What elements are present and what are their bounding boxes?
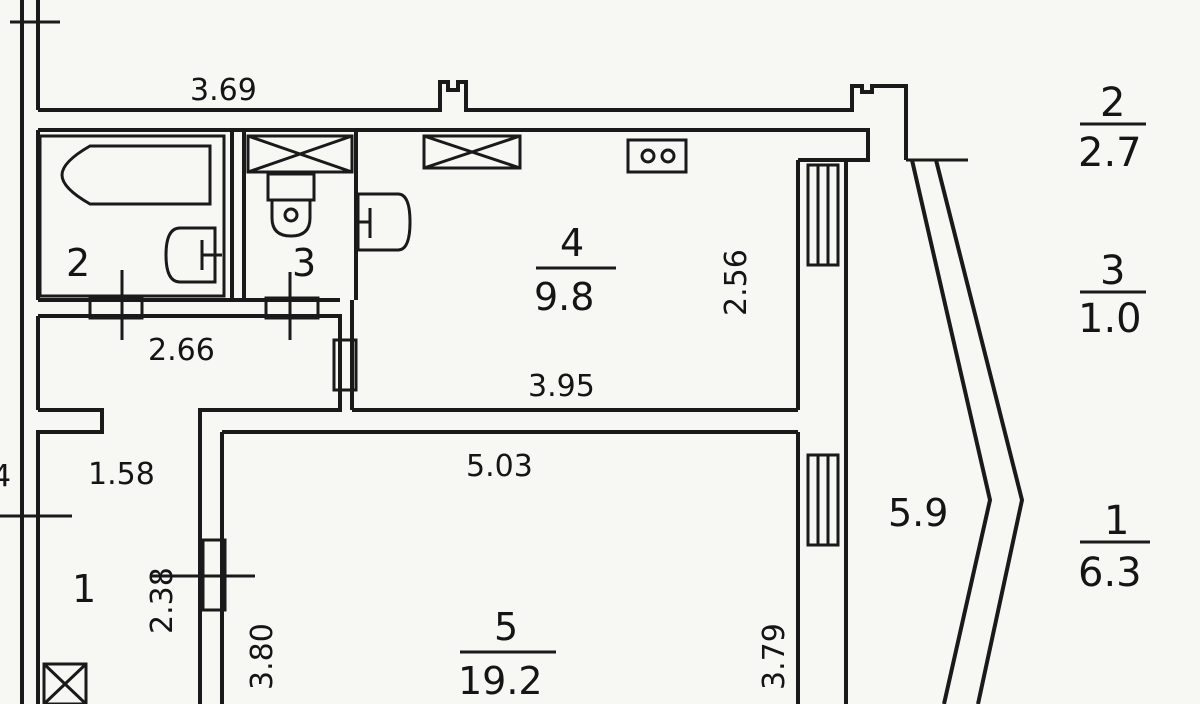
legend: 2 2.7 3 1.0 1 6.3 [1078,80,1150,596]
walls [20,0,1025,704]
entry-shaft-icon [42,662,88,704]
dim-kitchen-width: 3.95 [528,369,595,404]
dim-hall-width: 1.58 [88,457,155,492]
room-area-balcony: 5.9 [888,491,948,535]
room-number-hall: 1 [72,567,96,611]
windows [88,163,840,612]
room-area-kitchen: 9.8 [534,275,594,319]
legend-area: 1.0 [1078,296,1142,342]
bathtub-icon [38,134,226,298]
sink-icon [164,226,222,284]
stove-icon [626,138,688,174]
dim-left-edge: 4 [0,459,11,494]
room-number-living: 5 [494,605,518,649]
dim-room-height-right: 3.79 [757,623,792,690]
legend-number: 2 [1100,80,1125,126]
ventilation-shaft-icon [246,134,354,174]
room-number-kitchen: 4 [560,221,584,265]
legend-area: 6.3 [1078,550,1142,596]
dimension-ticks [0,20,292,578]
kitchen-sink-icon [356,192,412,252]
room-area-living: 19.2 [458,659,543,703]
dim-kitchen-height: 2.56 [719,249,754,316]
dim-top-wall: 3.69 [190,73,257,108]
room-number-toilet: 3 [292,241,316,285]
dim-hall-length: 2.38 [145,567,180,634]
room-number-bathroom: 2 [66,241,90,285]
legend-number: 1 [1104,498,1129,544]
dim-room-width: 5.03 [466,449,533,484]
dim-corridor-width: 2.66 [148,333,215,368]
toilet-icon [266,172,316,238]
legend-number: 3 [1100,248,1125,294]
legend-area: 2.7 [1078,130,1142,176]
dim-room-height-left: 3.80 [245,623,280,690]
kitchen-vent-icon [422,134,522,170]
